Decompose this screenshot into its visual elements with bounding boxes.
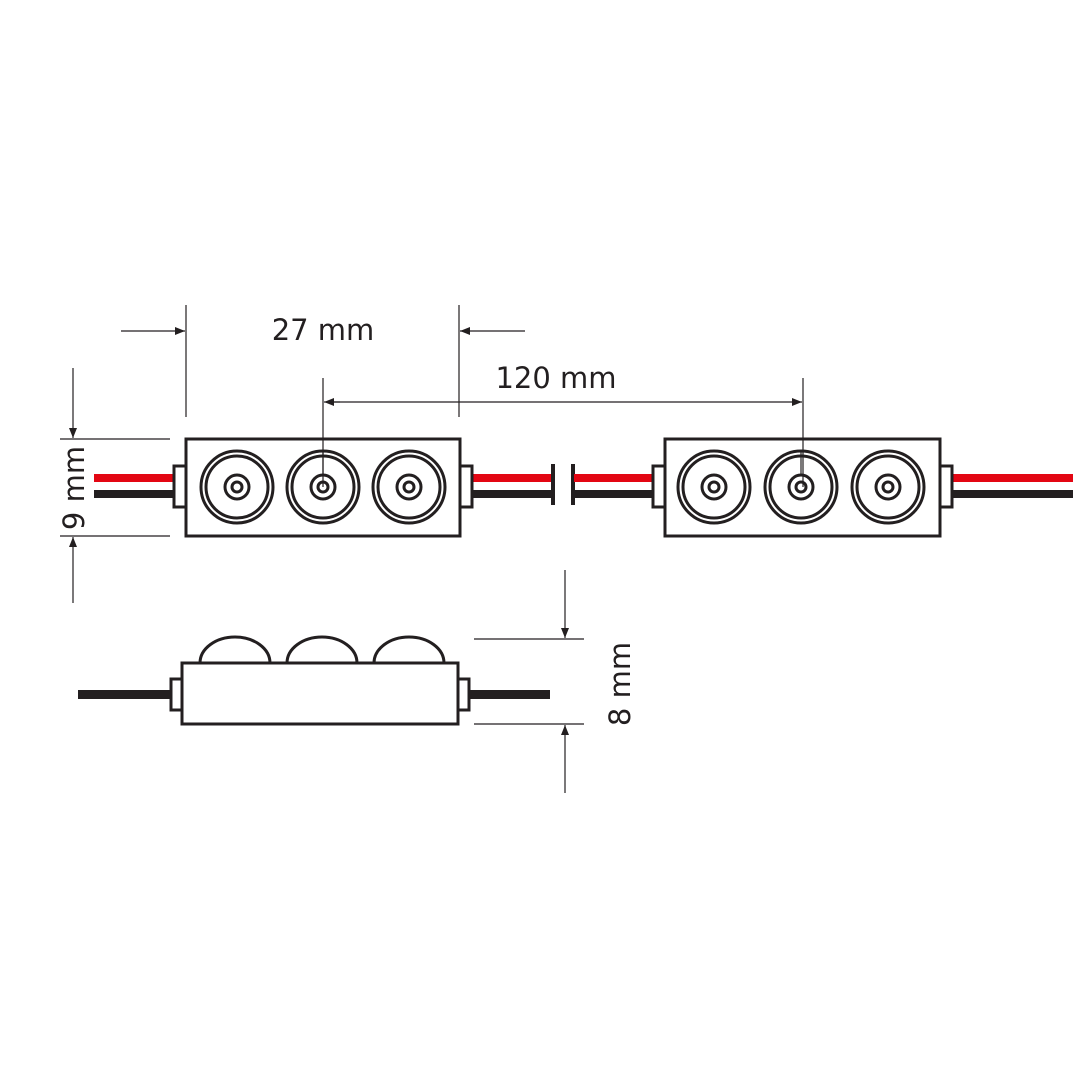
wire-break-left	[551, 464, 555, 505]
led-lens	[199, 449, 275, 525]
led-lens	[850, 449, 926, 525]
dimension-length: 27 mm	[121, 305, 525, 417]
led-lens	[676, 449, 752, 525]
dimension-height: 8 mm	[474, 570, 637, 793]
wires-top	[94, 464, 1073, 505]
dimension-pitch: 120 mm	[322, 361, 804, 487]
dimension-width: 9 mm	[57, 368, 170, 603]
led-lens	[371, 449, 447, 525]
dimension-pitch-label: 120 mm	[495, 361, 616, 395]
led-module-top-1	[172, 437, 474, 538]
dimension-width-label: 9 mm	[57, 446, 91, 530]
wire-break-right	[571, 464, 575, 505]
dimension-height-label: 8 mm	[603, 642, 637, 726]
dimension-length-label: 27 mm	[272, 313, 375, 347]
led-module-side	[78, 635, 550, 726]
